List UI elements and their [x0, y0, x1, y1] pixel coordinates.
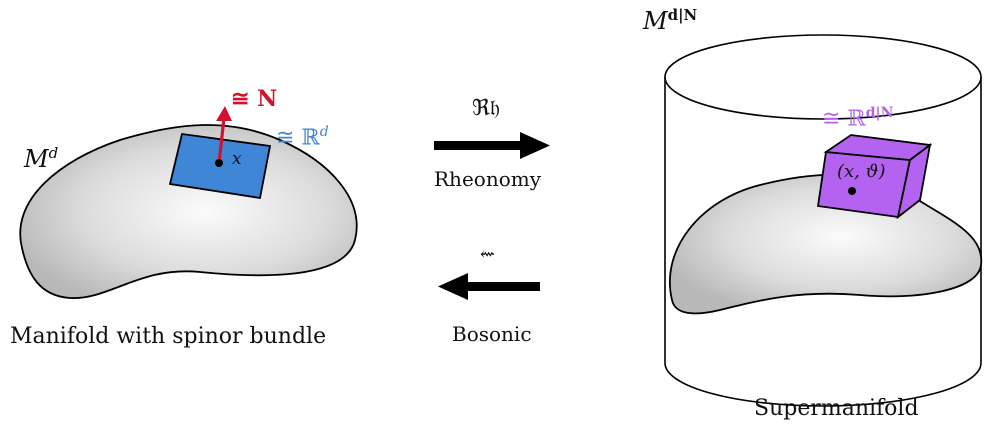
- normal-arrow-head: [216, 106, 232, 121]
- cylinder-body: [664, 77, 982, 407]
- rheonomy-caption: Rheonomy: [434, 167, 542, 191]
- tangent-label: ≅ ℝd: [276, 124, 329, 151]
- bosonic-symbol: ⇜: [480, 244, 496, 265]
- left-manifold-blob: [19, 124, 358, 299]
- normal-arrow: [217, 117, 226, 164]
- bosonic-arrow-head: [438, 273, 468, 300]
- bosonic-caption: Bosonic: [452, 322, 532, 346]
- cube-side: [896, 142, 932, 220]
- right-caption: Supermanifold: [754, 396, 919, 421]
- cube-space-label: ≅ ℝd|N: [822, 105, 894, 132]
- left-manifold-label: Md: [24, 144, 59, 173]
- bosonic-arrow-shaft: [466, 282, 540, 291]
- rheonomy-arrow-head: [520, 132, 550, 159]
- left-point: [215, 159, 223, 167]
- right-point-label: (x, ϑ): [837, 161, 886, 182]
- left-point-label: x: [232, 149, 242, 169]
- rheonomy-arrow-shaft: [434, 141, 524, 150]
- cylinder-top: [664, 34, 982, 120]
- left-caption: Manifold with spinor bundle: [10, 324, 327, 349]
- normal-label: ≅ N: [231, 86, 278, 112]
- right-point: [848, 187, 856, 195]
- right-manifold-label: Md|N: [643, 6, 698, 35]
- rheonomy-symbol: ℜ𝔥: [472, 96, 500, 121]
